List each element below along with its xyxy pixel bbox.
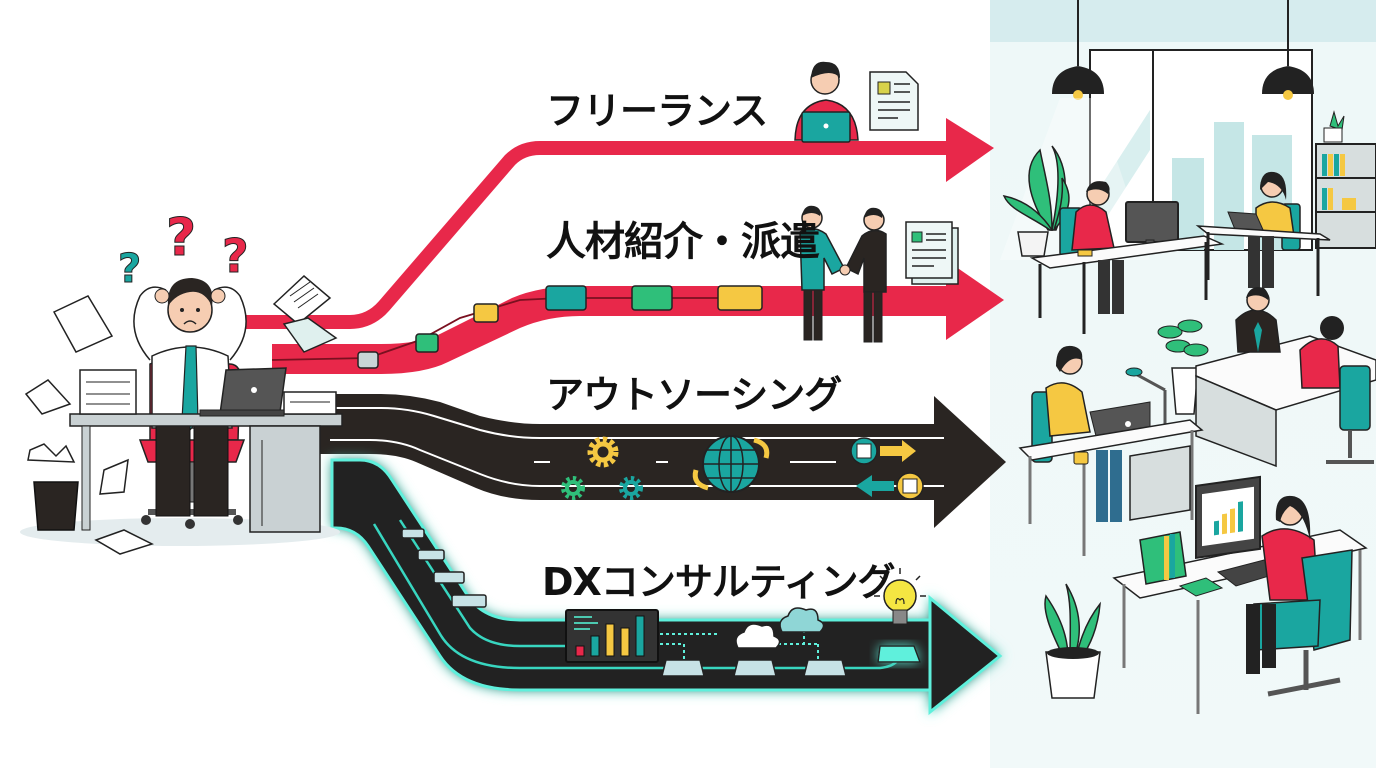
process-step-box <box>415 333 439 353</box>
resume-stack-icon <box>905 221 959 285</box>
globe-icon <box>692 435 770 493</box>
bookshelf <box>1315 110 1376 249</box>
dx-chart-bar <box>605 623 615 657</box>
process-step-box <box>631 285 673 311</box>
path-outsourcing-arrow <box>320 394 1006 528</box>
potted-plant <box>1044 583 1101 699</box>
staffing-steps <box>357 285 763 369</box>
process-step-box <box>357 351 379 369</box>
desk-worker-monitor <box>1112 475 1368 714</box>
network-connectors <box>660 630 922 677</box>
document-icon <box>869 71 919 131</box>
question-mark: ? <box>166 208 196 268</box>
pendant-lamp <box>1262 0 1314 100</box>
path-freelance-arrow <box>246 118 994 329</box>
bar-chart-icon <box>565 609 659 663</box>
meeting-desk <box>1195 287 1376 468</box>
question-mark: ? <box>118 246 141 292</box>
desk-worker-laptop <box>1018 345 1204 556</box>
path-label-outsourcing: アウトソーシング <box>546 373 842 417</box>
path-label-staffing: 人材紹介・派遣 <box>546 219 820 265</box>
process-step-box <box>473 303 499 323</box>
desk-worker-red <box>1029 181 1225 334</box>
person-with-laptop-icon <box>794 61 859 143</box>
potted-plant <box>1157 319 1209 415</box>
process-step-box <box>545 285 587 311</box>
path-label-freelance: フリーランス <box>546 89 768 133</box>
cloud-icon <box>735 607 825 649</box>
desk-worker-yellow <box>1195 171 1331 296</box>
exchange-arrows-icon <box>850 437 924 500</box>
handshake-icon <box>799 205 887 343</box>
dx-chart-bar <box>575 645 585 657</box>
question-mark: ? <box>222 229 249 283</box>
path-label-dx: DXコンサルティング <box>542 560 896 604</box>
dx-chart-bar <box>620 627 630 657</box>
process-step-box <box>717 285 763 311</box>
stressed-worker-scene: ? ? ? <box>20 208 343 555</box>
gears-icon <box>561 436 643 500</box>
dx-chart-bar <box>635 615 645 657</box>
dx-chart-bar <box>590 635 600 657</box>
lightbulb-icon <box>874 568 926 625</box>
office-scene <box>1000 0 1376 714</box>
